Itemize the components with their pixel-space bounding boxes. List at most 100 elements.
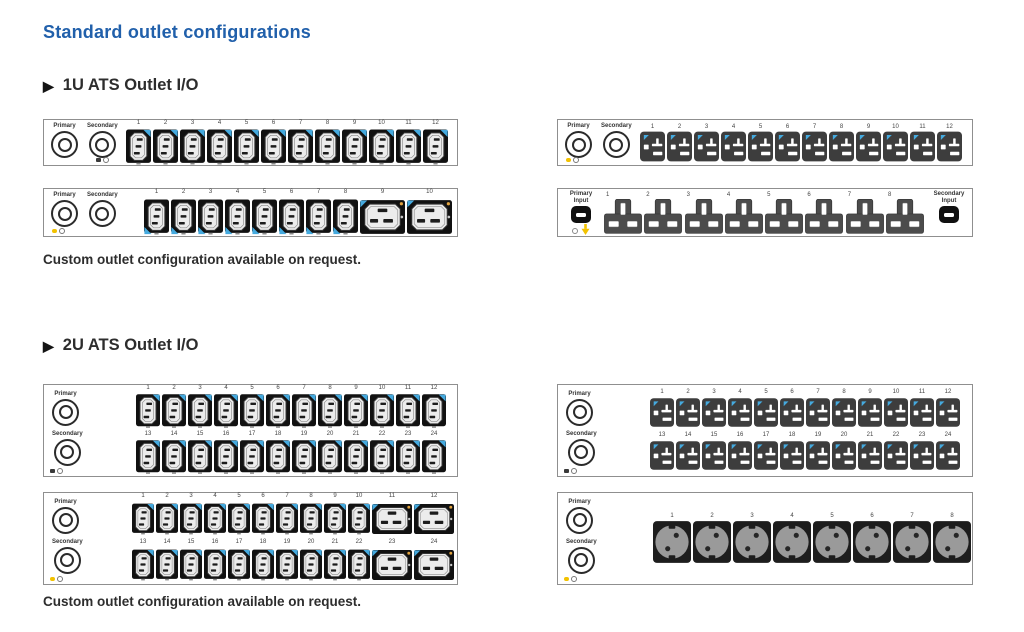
c13-outlet: 9: [342, 120, 367, 167]
outlet-number: 7: [910, 513, 914, 519]
nema-outlet-icon: [910, 397, 934, 427]
inlet-connector: [571, 206, 591, 223]
panel-1u-c13-x8-c19-x2: Primary Secondary 1 2 3: [43, 188, 458, 237]
outlet-number: 8: [950, 513, 954, 519]
outlet-number: 2: [165, 493, 169, 500]
outlet-number: 13: [139, 538, 147, 545]
nema-outlet-icon: [780, 441, 804, 471]
outlet-number: 23: [918, 432, 926, 439]
primary-input: Primary: [52, 499, 79, 534]
input-connector-ring: [88, 131, 116, 158]
c13-outlet-icon: [171, 199, 196, 235]
c13-outlet-icon: [396, 394, 420, 429]
outlet-number: 22: [892, 432, 900, 439]
input-label: Primary: [53, 192, 76, 198]
c13-outlet: 6: [266, 385, 290, 430]
c13-outlet: 2: [171, 189, 196, 238]
c13-outlet: 2: [162, 385, 186, 430]
outlet-row: 13 14 15 16: [132, 539, 455, 584]
play-triangle-icon: ▶: [43, 337, 54, 354]
input-connector-pin: [58, 513, 73, 527]
nema-outlet: 12: [936, 389, 960, 429]
c13-outlet-icon: [240, 394, 264, 429]
c13-outlet-icon: [188, 439, 212, 474]
c19-outlet: 23: [372, 539, 412, 584]
outlet-number: 6: [261, 493, 265, 500]
schuko-outlet-icon: [933, 521, 971, 563]
nema-outlet-icon: [884, 441, 908, 471]
c13-outlet-icon: [180, 549, 202, 581]
outlet-number: 18: [259, 538, 267, 545]
c13-outlet: 16: [214, 431, 238, 476]
c13-outlet: 8: [300, 493, 322, 538]
nema-outlet: 1: [650, 389, 674, 429]
outlet-number: 3: [208, 189, 213, 195]
c19-outlet: 12: [414, 493, 454, 538]
outlet-number: 15: [187, 538, 195, 545]
uk-outlet-icon: [886, 198, 924, 234]
outlet-number: 2: [686, 388, 690, 395]
c13-outlet: 1: [144, 189, 169, 238]
panel-inputs: Primary Secondary: [44, 120, 126, 165]
input-connector-ring: [567, 438, 595, 466]
nema-outlet: 1: [640, 124, 665, 162]
c13-outlet-icon: [300, 549, 322, 581]
outlet-number: 9: [352, 120, 357, 126]
input-label: Secondary: [87, 192, 118, 198]
nema-outlet-icon: [721, 131, 746, 161]
panel-inputs: Primary Secondary: [44, 493, 132, 584]
uk-outlet: 4: [724, 192, 763, 234]
c13-outlet-icon: [225, 199, 250, 235]
nema-outlet-icon: [676, 441, 700, 471]
outlet-number: 16: [736, 432, 744, 439]
outlets-area: 1 2 3 4: [144, 189, 457, 236]
outlet-number: 6: [276, 385, 280, 392]
schuko-outlet-icon: [773, 521, 811, 563]
uk-outlet: 7: [845, 192, 884, 234]
c13-outlet-icon: [162, 439, 186, 474]
secondary-input: Secondary: [566, 431, 597, 466]
c13-outlet: 6: [279, 189, 304, 238]
nema-outlet: 13: [650, 432, 674, 472]
nema-outlet: 6: [775, 124, 800, 162]
nema-outlet-icon: [856, 131, 881, 161]
outlet-number: 10: [892, 388, 900, 395]
primary-input: Primary: [52, 391, 79, 426]
nema-outlet: 10: [884, 389, 908, 429]
c13-outlet-icon: [324, 503, 346, 535]
c13-outlet: 11: [396, 120, 421, 167]
c13-outlet: 12: [423, 120, 448, 167]
outlet-number: 5: [767, 191, 771, 198]
led-dot: [50, 468, 55, 474]
page-title: Standard outlet configurations: [43, 22, 312, 42]
c13-outlet: 8: [318, 385, 342, 430]
c13-outlet-icon: [228, 549, 250, 581]
panel-inputs: Primary Secondary: [558, 120, 640, 165]
custom-config-note: Custom outlet configuration available on…: [43, 594, 362, 609]
outlet-number: 14: [163, 538, 171, 545]
section-heading-1u: ▶ 1U ATS Outlet I/O: [43, 76, 198, 95]
c13-outlet-icon: [153, 129, 178, 165]
outlet-number: 1: [141, 493, 145, 500]
c13-outlet-icon: [252, 549, 274, 581]
outlet-number: 24: [944, 432, 952, 439]
c13-outlet: 22: [370, 431, 394, 476]
outlet-number: 8: [343, 189, 348, 195]
nema-outlet-icon: [832, 441, 856, 471]
c13-outlet-icon: [132, 503, 154, 535]
outlet-number: 9: [333, 493, 337, 500]
c13-outlet: 20: [300, 539, 322, 584]
c13-outlet-icon: [132, 549, 154, 581]
c13-outlet: 7: [292, 385, 316, 430]
c13-outlet: 17: [228, 539, 250, 584]
outlet-number: 10: [378, 120, 385, 126]
outlet-number: 8: [328, 385, 332, 392]
outlet-number: 3: [189, 493, 193, 500]
panel-inputs: Primary Secondary: [44, 385, 136, 476]
c13-outlet-icon: [396, 129, 421, 165]
outlet-row: 1 2 3 4: [144, 189, 455, 238]
led-ring: [58, 228, 65, 234]
c13-outlet: 4: [225, 189, 250, 238]
panel-1u-uk-x8: Primary Input 1 2 3: [557, 188, 973, 237]
uk-outlet-icon: [604, 198, 642, 234]
